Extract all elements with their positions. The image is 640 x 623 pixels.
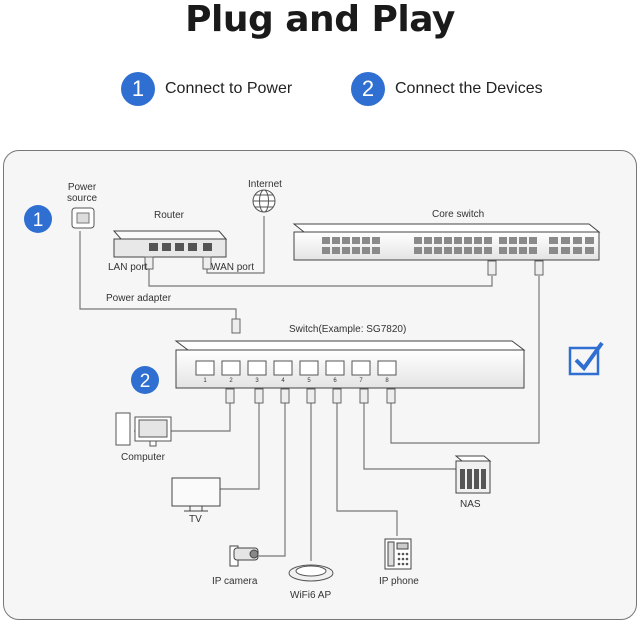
lan-cable [148,269,493,287]
network-diagram: 1 [24,189,604,582]
svg-text:3: 3 [255,378,259,384]
cable-camera [259,403,286,557]
router-icon [112,230,228,270]
core-switch-label: Core switch [432,209,485,220]
cable-phone [336,403,398,536]
switch-icon: 1 2 3 4 5 6 7 8 [174,340,526,404]
cable-nas [363,403,459,470]
svg-text:7: 7 [359,378,363,384]
svg-text:8: 8 [385,378,389,384]
power-cable [79,231,237,319]
page-title: Plug and Play [185,0,455,40]
camera-icon [229,545,259,567]
svg-text:1: 1 [33,210,44,231]
internet-label: Internet [248,179,282,190]
power-source-label: Power source [67,182,98,204]
checkbox-icon [568,341,604,376]
diagram-panel: 1 [3,150,637,620]
wan-port-label: WAN port [211,262,254,273]
svg-text:2: 2 [229,378,233,384]
ip-camera-label: IP camera [212,576,258,587]
wifi-ap-label: WiFi6 AP [290,590,332,601]
phone-icon [384,538,412,570]
ip-phone-label: IP phone [379,576,419,587]
svg-text:2: 2 [140,371,151,392]
power-adapter-label: Power adapter [106,293,172,304]
svg-text:4: 4 [281,378,285,384]
cable-tv [219,403,260,490]
access-point-icon [288,564,334,582]
lan-port-label: LAN port [108,262,148,273]
step-connect-power: 1 Connect to Power [121,71,292,107]
svg-text:6: 6 [333,378,337,384]
step-label: Connect to Power [165,80,293,97]
step-number: 2 [351,72,385,106]
computer-icon [115,412,172,447]
svg-text:1: 1 [203,378,207,384]
router-label: Router [154,210,185,221]
wan-cable [206,216,265,274]
power-adapter-icon [71,207,95,229]
nas-icon [454,455,492,494]
computer-label: Computer [121,452,165,463]
globe-icon [252,189,276,213]
core-switch-icon [292,223,601,276]
tv-label: TV [189,514,202,525]
step-number: 1 [121,72,155,106]
switch-label: Switch(Example: SG7820) [289,324,407,335]
step-connect-devices: 2 Connect the Devices [351,71,543,107]
svg-text:5: 5 [307,378,311,384]
step-label: Connect the Devices [395,80,543,97]
uplink-cable [390,276,540,444]
dc-plug-icon [231,318,241,334]
nas-label: NAS [460,499,481,510]
tv-icon [171,477,221,512]
